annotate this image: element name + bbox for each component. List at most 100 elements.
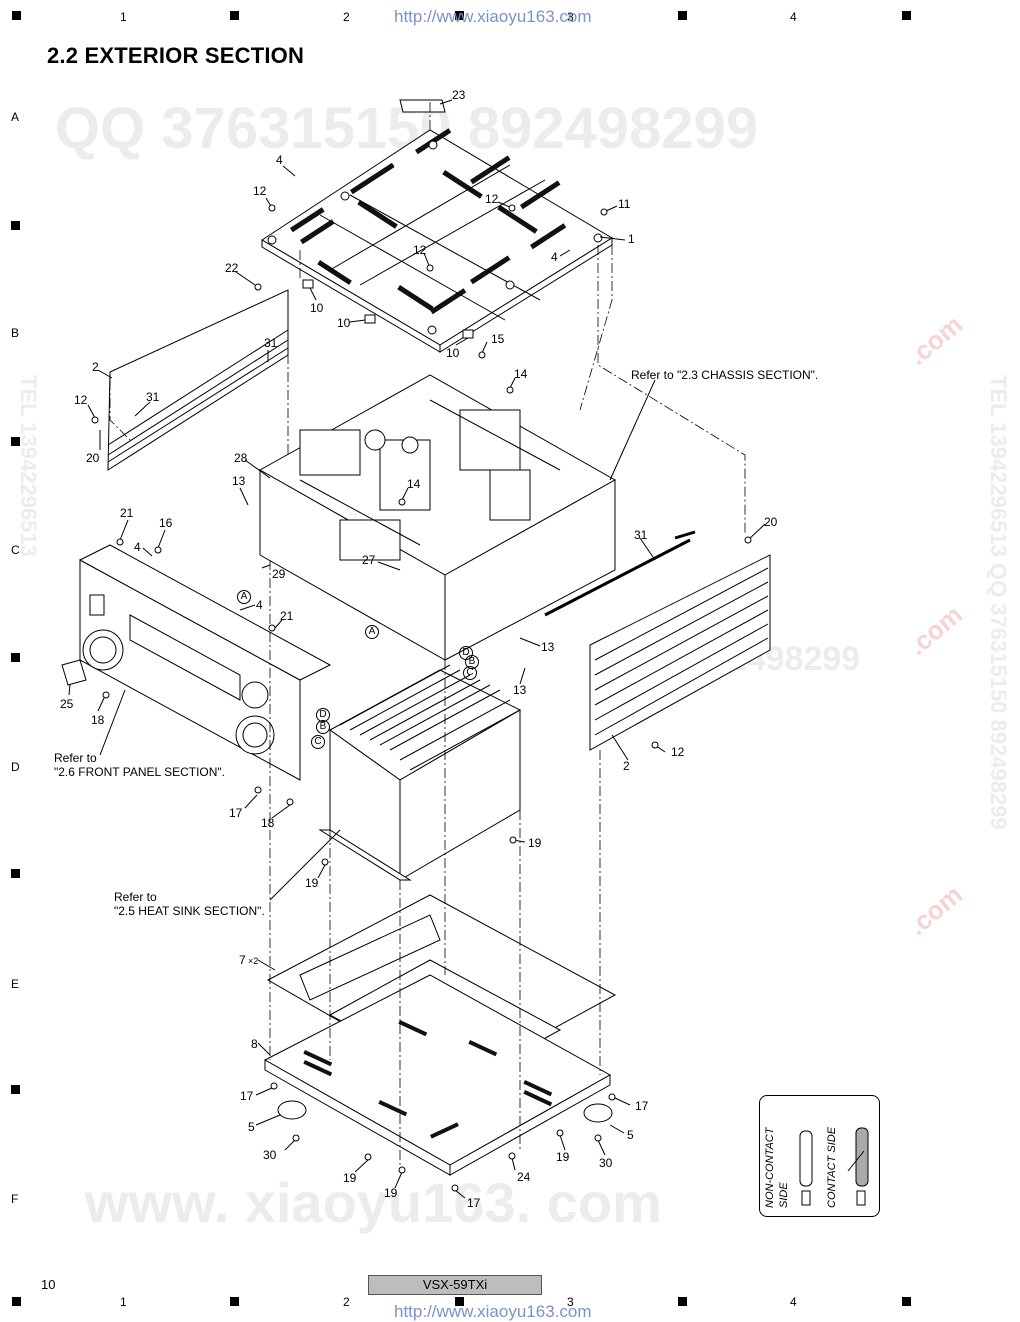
callout-19: 19 xyxy=(528,836,542,850)
front-panel xyxy=(78,544,332,781)
model-name: VSX-59TXi xyxy=(368,1275,542,1295)
marker-a: A xyxy=(237,590,251,604)
callout-20: 20 xyxy=(764,515,778,529)
note-heat-sink-line2: "2.5 HEAT SINK SECTION". xyxy=(114,904,265,918)
callout-14: 14 xyxy=(407,477,421,491)
column-number-3: 3 xyxy=(567,10,574,24)
callout-19: 19 xyxy=(556,1150,570,1164)
frame-mark xyxy=(902,1297,911,1306)
frame-mark xyxy=(230,1297,239,1306)
callout-10: 10 xyxy=(310,301,324,315)
callout-14: 14 xyxy=(514,367,528,381)
left-side-panel xyxy=(107,289,289,471)
frame-mark xyxy=(11,437,20,446)
callout-4: 4 xyxy=(276,153,283,167)
frame-mark xyxy=(678,1297,687,1306)
callout-30: 30 xyxy=(263,1148,277,1162)
column-number-1: 1 xyxy=(120,10,127,24)
legend-shapes xyxy=(799,1127,869,1206)
callout-4: 4 xyxy=(134,540,141,554)
watermark-side-left: TEL 13942296513 xyxy=(16,375,41,557)
watermark-side-right: TEL 13942296513 QQ 376315150 892498299 xyxy=(986,375,1011,830)
column-number-4-bottom: 4 xyxy=(790,1295,797,1309)
frame-mark xyxy=(902,11,911,20)
strip xyxy=(544,538,691,617)
marker-c: C xyxy=(311,735,325,749)
column-number-2: 2 xyxy=(343,10,350,24)
row-letter-a: A xyxy=(11,110,20,124)
callout-29: 29 xyxy=(272,567,286,581)
screws xyxy=(91,204,752,1192)
heat-sink xyxy=(318,664,522,881)
note-front-panel-section: Refer to "2.6 FRONT PANEL SECTION". xyxy=(54,751,225,779)
leader-lines xyxy=(68,99,766,1199)
callout-18: 18 xyxy=(261,816,275,830)
callout-19: 19 xyxy=(343,1171,357,1185)
watermark-url-bottom: www. xiaoyu163. com xyxy=(85,1171,662,1234)
callout-2: 2 xyxy=(92,360,99,374)
right-side-panel xyxy=(589,554,771,751)
row-letter-d: D xyxy=(11,760,20,774)
callout-19: 19 xyxy=(305,876,319,890)
callout-27: 27 xyxy=(362,553,376,567)
callout-28: 28 xyxy=(234,451,248,465)
callout-31: 31 xyxy=(264,336,278,350)
column-number-4: 4 xyxy=(790,10,797,24)
note-front-panel-line2: "2.6 FRONT PANEL SECTION". xyxy=(54,765,225,779)
knob xyxy=(61,659,87,686)
frame-mark xyxy=(11,221,20,230)
strip xyxy=(674,530,696,540)
source-url-bottom[interactable]: http://www.xiaoyu163.com xyxy=(394,1302,592,1321)
callout-12: 12 xyxy=(74,393,88,407)
row-letter-b: B xyxy=(11,326,20,340)
callout-5: 5 xyxy=(248,1120,255,1134)
bottom-plate xyxy=(263,974,612,1176)
callout-1: 1 xyxy=(628,232,635,246)
callout-11: 11 xyxy=(618,197,631,211)
marker-c: C xyxy=(463,666,477,680)
top-cover xyxy=(261,128,613,353)
callout-4: 4 xyxy=(256,598,263,612)
frame-mark xyxy=(11,653,20,662)
note-heat-sink-section: Refer to "2.5 HEAT SINK SECTION". xyxy=(114,890,265,918)
callout-17: 17 xyxy=(229,806,243,820)
callout-13: 13 xyxy=(232,474,246,488)
callout-5: 5 xyxy=(627,1128,634,1142)
callout-12: 12 xyxy=(671,745,685,759)
note-front-panel-line1: Refer to xyxy=(54,751,97,765)
frame-mark xyxy=(230,11,239,20)
frame-mark xyxy=(455,11,464,20)
callout-12: 12 xyxy=(413,243,427,257)
callout-18: 18 xyxy=(91,713,105,727)
callout-4: 4 xyxy=(551,250,558,264)
frame-mark xyxy=(12,11,21,20)
row-letter-f: F xyxy=(11,1192,19,1206)
callout-12: 12 xyxy=(485,192,499,206)
callout-15: 15 xyxy=(491,332,505,346)
column-number-3-bottom: 3 xyxy=(567,1295,574,1309)
frame-mark xyxy=(11,1085,20,1094)
frame-mark xyxy=(455,1297,464,1306)
callout-22: 22 xyxy=(225,261,239,275)
foot xyxy=(277,1100,307,1120)
callout-17: 17 xyxy=(635,1099,649,1113)
row-letter-e: E xyxy=(11,977,20,991)
column-number-2-bottom: 2 xyxy=(343,1295,350,1309)
source-url-top[interactable]: http://www.xiaoyu163.com xyxy=(394,7,592,26)
callout-8: 8 xyxy=(251,1037,258,1051)
callout-23: 23 xyxy=(452,88,466,102)
callout-17: 17 xyxy=(240,1089,254,1103)
callout-13: 13 xyxy=(513,683,527,697)
callout-2: 2 xyxy=(623,759,630,773)
callout-13: 13 xyxy=(541,640,555,654)
callout-21: 21 xyxy=(280,609,294,623)
callout-10: 10 xyxy=(446,346,460,360)
callout-12: 12 xyxy=(253,184,267,198)
row-letter-c: C xyxy=(11,543,20,557)
frame-mark xyxy=(11,869,20,878)
frame-mark xyxy=(678,11,687,20)
marker-a: A xyxy=(365,625,379,639)
column-number-1-bottom: 1 xyxy=(120,1295,127,1309)
callout-16: 16 xyxy=(159,516,173,530)
callout-24: 24 xyxy=(517,1170,531,1184)
